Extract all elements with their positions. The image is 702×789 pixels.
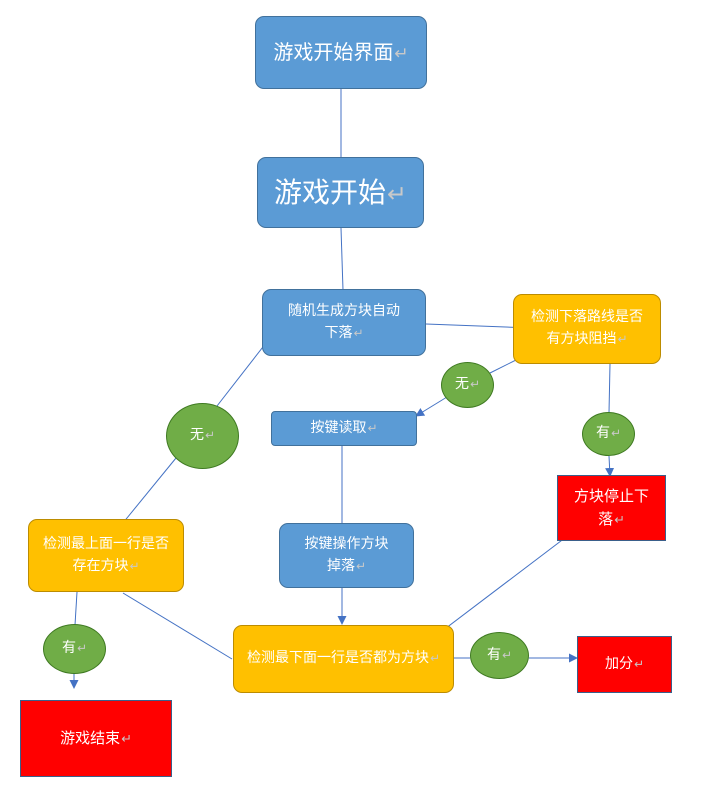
return-mark-icon: ↵ <box>614 513 625 528</box>
return-mark-icon: ↵ <box>356 558 366 573</box>
return-mark-icon: ↵ <box>121 731 132 747</box>
edge-check-path-to-none <box>489 359 517 374</box>
edge-none-to-keyread <box>415 396 448 417</box>
return-mark-icon: ↵ <box>387 179 407 208</box>
return-mark-icon: ↵ <box>77 641 87 656</box>
return-mark-icon: ↵ <box>502 647 512 662</box>
node-spawn-block: 随机生成方块自动下落↵ <box>262 289 426 356</box>
node-game-over: 游戏结束↵ <box>20 700 172 777</box>
return-mark-icon: ↵ <box>353 325 364 340</box>
node-check-path: 检测下落路线是否有方块阻挡↵ <box>513 294 661 364</box>
node-key-read: 按键读取↵ <box>271 411 417 446</box>
edge-top-check-to-yes <box>74 591 78 626</box>
return-mark-icon: ↵ <box>617 332 628 346</box>
return-mark-icon: ↵ <box>394 44 409 64</box>
node-game-start: 游戏开始↵ <box>257 157 424 228</box>
node-block-stop: 方块停止下落↵ <box>557 475 666 541</box>
node-branch-none-1: 无↵ <box>441 362 494 408</box>
return-mark-icon: ↵ <box>367 420 378 435</box>
edge-bottom-check-to-top-check <box>122 592 233 660</box>
edge-top-check-to-none <box>117 457 177 530</box>
return-mark-icon: ↵ <box>205 428 215 443</box>
node-key-operate: 按键操作方块掉落↵ <box>279 523 414 588</box>
return-mark-icon: ↵ <box>611 426 621 441</box>
node-branch-yes-3: 有↵ <box>43 624 106 674</box>
node-branch-none-2: 无↵ <box>166 403 239 469</box>
node-branch-yes-1: 有↵ <box>582 412 635 456</box>
edge-start-to-spawn <box>340 227 344 291</box>
edge-check-path-to-yes <box>608 363 611 414</box>
node-check-bottom-row: 检测最下面一行是否都为方块↵ <box>233 625 454 693</box>
edge-block-stop-to-bottom-check <box>424 527 579 645</box>
node-check-top-row: 检测最上面一行是否存在方块↵ <box>28 519 184 592</box>
return-mark-icon: ↵ <box>470 377 480 392</box>
return-mark-icon: ↵ <box>129 558 140 573</box>
edge-yes-to-block-stop <box>605 455 615 477</box>
node-game-start-screen: 游戏开始界面↵ <box>255 16 427 89</box>
return-mark-icon: ↵ <box>634 656 644 671</box>
node-branch-yes-2: 有↵ <box>470 632 529 679</box>
node-add-score: 加分↵ <box>577 636 672 693</box>
return-mark-icon: ↵ <box>430 651 440 666</box>
